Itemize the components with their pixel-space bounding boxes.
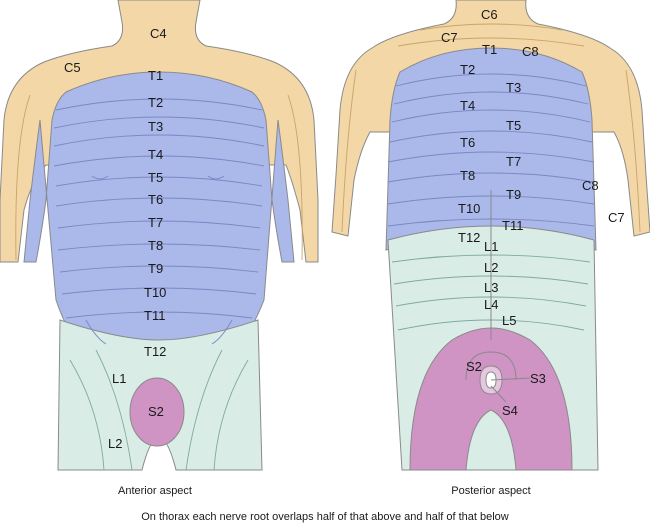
label-posterior-s2: S2 <box>466 359 482 374</box>
label-posterior-t5: T5 <box>506 118 521 133</box>
label-posterior-c7: C7 <box>441 30 458 45</box>
footer-caption: On thorax each nerve root overlaps half … <box>141 511 509 523</box>
label-anterior-l1: L1 <box>112 371 126 386</box>
label-anterior-t6: T6 <box>148 192 163 207</box>
label-posterior-s4: S4 <box>502 403 518 418</box>
label-anterior-t3: T3 <box>148 119 163 134</box>
label-posterior-t2: T2 <box>460 62 475 77</box>
label-anterior-t5: T5 <box>148 170 163 185</box>
label-anterior-t4: T4 <box>148 147 163 162</box>
label-posterior-l3: L3 <box>484 280 498 295</box>
label-posterior-c8: C8 <box>522 44 539 59</box>
label-posterior-l4: L4 <box>484 297 498 312</box>
label-posterior-t4: T4 <box>460 98 475 113</box>
label-posterior-t6: T6 <box>460 135 475 150</box>
posterior-caption: Posterior aspect <box>451 485 530 497</box>
posterior-thoracic-region <box>385 47 597 251</box>
label-posterior-s3: S3 <box>530 371 546 386</box>
label-anterior-t11: T11 <box>144 308 165 323</box>
label-anterior-t12: T12 <box>144 344 166 359</box>
label-posterior-t7: T7 <box>506 154 521 169</box>
anterior-labels: C4 C5 T1 T2 T3 T4 T5 T6 T7 T8 T9 T10 T11… <box>64 26 167 451</box>
label-anterior-c5: C5 <box>64 60 81 75</box>
label-anterior-t10: T10 <box>144 285 166 300</box>
label-posterior-c6: C6 <box>481 7 498 22</box>
posterior-body <box>331 0 650 471</box>
label-posterior-c7-arm: C7 <box>608 210 625 225</box>
label-posterior-l5: L5 <box>502 313 516 328</box>
label-anterior-t1: T1 <box>148 68 163 83</box>
label-posterior-t9: T9 <box>506 187 521 202</box>
label-posterior-t1: T1 <box>482 42 497 57</box>
label-anterior-t2: T2 <box>148 95 163 110</box>
label-anterior-t8: T8 <box>148 238 163 253</box>
label-anterior-l2: L2 <box>108 436 122 451</box>
label-anterior-t7: T7 <box>148 215 163 230</box>
anterior-body <box>0 0 319 471</box>
label-anterior-c4: C4 <box>150 26 167 41</box>
label-posterior-t3: T3 <box>506 80 521 95</box>
label-posterior-l2: L2 <box>484 260 498 275</box>
label-posterior-t12: T12 <box>458 230 480 245</box>
label-anterior-t9: T9 <box>148 261 163 276</box>
label-posterior-l1: L1 <box>484 239 498 254</box>
anterior-caption: Anterior aspect <box>118 485 192 497</box>
anterior-sacral-region <box>129 377 185 447</box>
posterior-sacral-region <box>409 327 573 471</box>
label-posterior-c8-arm: C8 <box>582 178 599 193</box>
label-posterior-t10: T10 <box>458 201 480 216</box>
label-posterior-t8: T8 <box>460 168 475 183</box>
label-posterior-t11: T11 <box>502 218 523 233</box>
label-anterior-s2: S2 <box>148 404 164 419</box>
posterior-labels: C6 C7 T1 C8 T2 T3 T4 T5 T6 T7 T8 T9 T10 … <box>441 7 625 418</box>
